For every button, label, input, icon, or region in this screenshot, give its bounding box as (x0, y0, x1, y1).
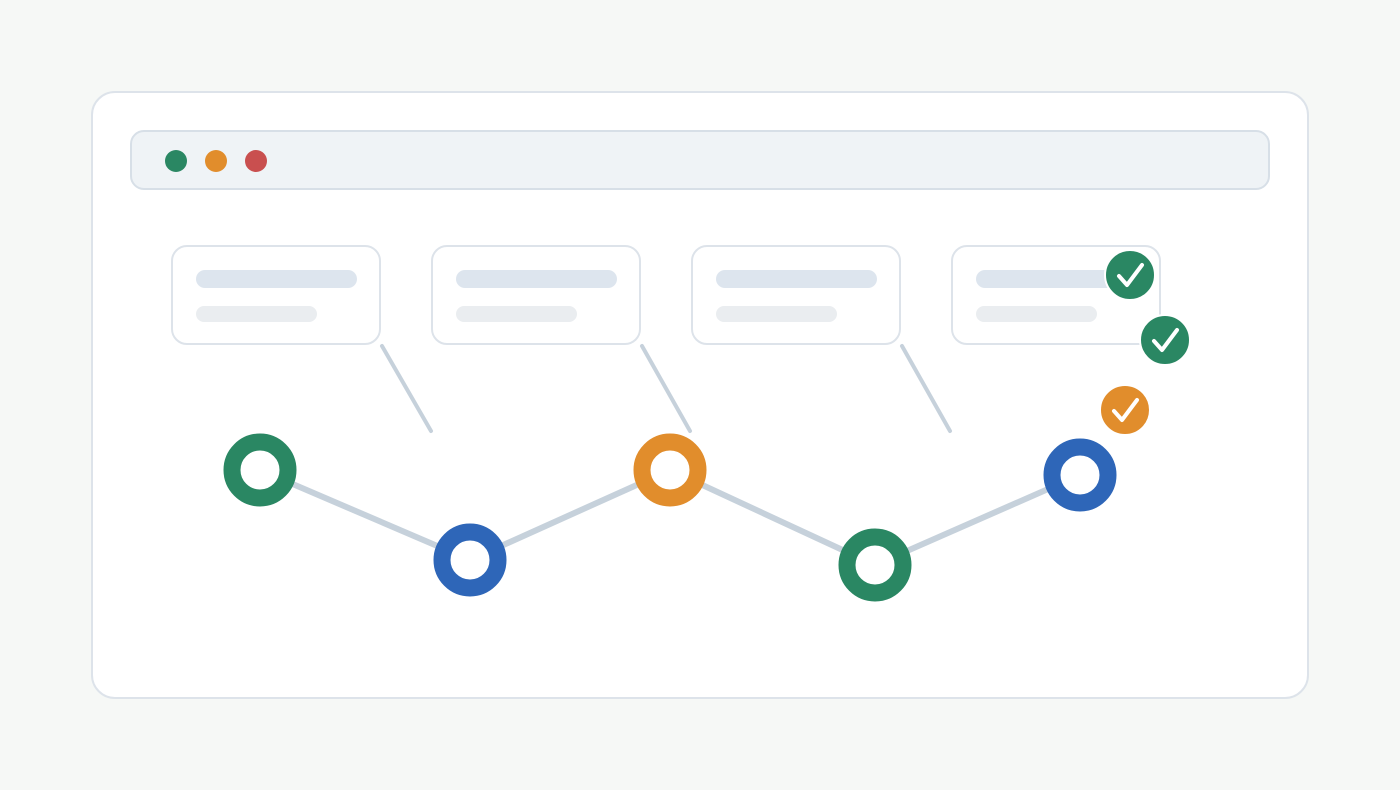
check-icon (1112, 398, 1139, 422)
card-connector-3 (900, 344, 952, 433)
card-connector-2 (640, 344, 692, 433)
green-window-dot[interactable] (165, 150, 187, 172)
node-4[interactable] (838, 528, 912, 602)
node-2[interactable] (433, 523, 507, 597)
card-1 (171, 245, 381, 345)
card-title-placeholder (456, 270, 617, 288)
check-badge-3 (1099, 384, 1151, 436)
card-title-placeholder (716, 270, 877, 288)
card-connector-1 (380, 344, 433, 433)
node-1[interactable] (223, 433, 297, 507)
check-icon (1152, 328, 1179, 352)
card-subtitle-placeholder (716, 306, 837, 322)
check-icon (1117, 263, 1144, 287)
card-title-placeholder (196, 270, 357, 288)
check-badge-1 (1104, 249, 1156, 301)
card-subtitle-placeholder (196, 306, 317, 322)
card-2 (431, 245, 641, 345)
node-3[interactable] (633, 433, 707, 507)
card-subtitle-placeholder (976, 306, 1097, 322)
red-window-dot[interactable] (245, 150, 267, 172)
orange-window-dot[interactable] (205, 150, 227, 172)
check-badge-2 (1139, 314, 1191, 366)
window-titlebar (130, 130, 1270, 190)
card-3 (691, 245, 901, 345)
node-5[interactable] (1043, 438, 1117, 512)
card-title-placeholder (976, 270, 1137, 288)
card-subtitle-placeholder (456, 306, 577, 322)
